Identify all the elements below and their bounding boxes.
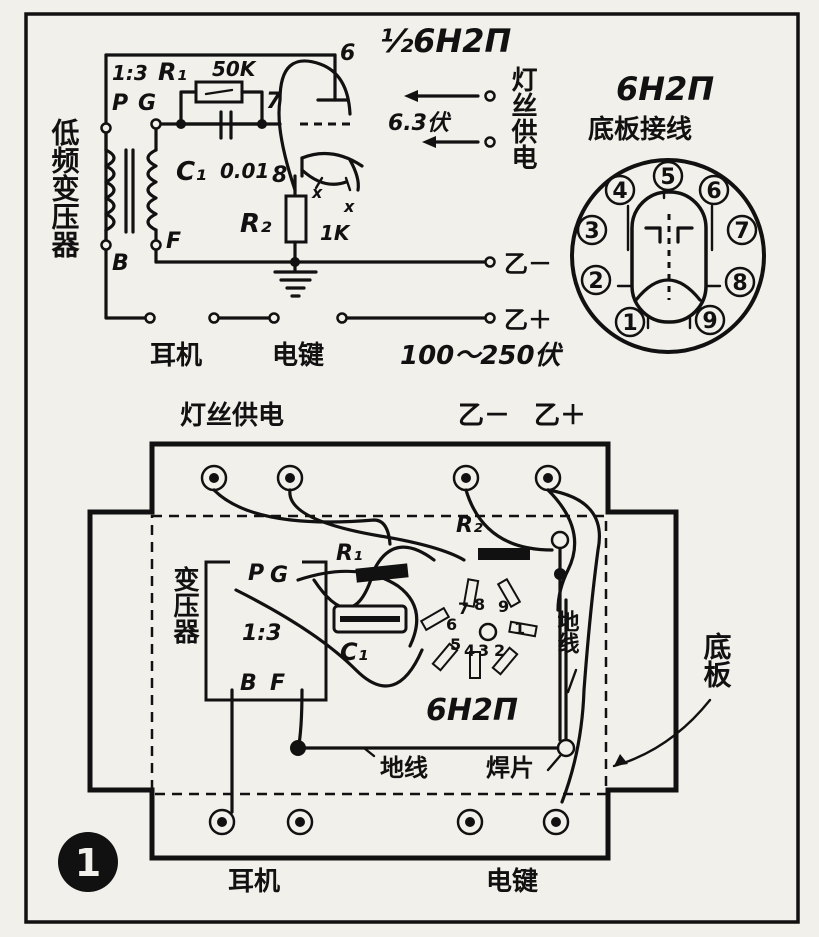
voltage-range-label: 100～250伏	[400, 341, 564, 371]
r2-name: R₂	[240, 209, 272, 239]
r1-value: 50K	[212, 57, 257, 81]
transformer-label: 低频变压器	[48, 118, 81, 259]
terminal	[534, 464, 562, 492]
figure-number-badge: 1	[58, 832, 118, 892]
layout-r1: R₁	[336, 541, 363, 566]
socket-pin-3: 3	[478, 641, 489, 660]
terminal	[452, 464, 480, 492]
filament-label: 灯丝供电	[507, 66, 538, 170]
b-plus-label: 乙＋	[504, 306, 552, 334]
socket-pin-9: 9	[498, 597, 509, 616]
pin-6: 6	[698, 174, 730, 206]
earphone-label: 耳机	[150, 341, 202, 371]
pin7-label: 7	[266, 89, 282, 114]
svg-text:7: 7	[734, 219, 749, 244]
key-label-bottom: 电键	[486, 866, 538, 897]
terminal	[208, 808, 236, 836]
c1-value: 0.01	[220, 159, 269, 183]
ground-wire-label: 地线	[554, 610, 580, 655]
svg-text:5: 5	[660, 165, 675, 190]
b-minus-label: 乙－	[504, 250, 552, 278]
b-plus-label-bottom: 乙＋	[534, 401, 586, 431]
terminal-g-label: G	[138, 91, 156, 116]
svg-text:4: 4	[612, 179, 627, 204]
layout-terminal-p: P	[248, 561, 264, 586]
heater-mark: x	[311, 183, 323, 202]
terminal-f-label: F	[166, 229, 181, 254]
filament-label-bottom: 灯丝供电	[180, 401, 284, 431]
terminal-b-label: B	[112, 251, 129, 276]
chassis-label: 底板	[700, 632, 733, 689]
socket-pin-1: 1	[514, 619, 525, 638]
layout-terminal-b: B	[240, 671, 257, 696]
socket-pin-2: 2	[494, 641, 505, 660]
socket-pin-7: 7	[458, 599, 469, 618]
pin-5: 5	[652, 160, 684, 192]
earphone-label-bottom: 耳机	[228, 867, 280, 897]
socket-pin-5: 5	[450, 635, 461, 654]
pin8-label: 8	[272, 163, 287, 188]
svg-text:8: 8	[732, 271, 747, 296]
terminal	[542, 808, 570, 836]
ratio-label: 1:3	[112, 61, 148, 85]
pin-9: 9	[694, 304, 726, 336]
svg-text:9: 9	[702, 309, 717, 334]
svg-text:1: 1	[75, 841, 101, 885]
svg-text:1: 1	[622, 311, 637, 336]
pin-2: 2	[580, 264, 612, 296]
pin-4: 4	[604, 174, 636, 206]
filament-voltage: 6.3伏	[388, 111, 452, 136]
pin6-label: 6	[340, 41, 355, 66]
r2-value: 1K	[320, 221, 351, 245]
layout-tube-model: 6H2П	[426, 693, 518, 728]
svg-text:2: 2	[588, 269, 603, 294]
board-outline	[87, 441, 679, 861]
socket-pin-8: 8	[474, 595, 485, 614]
pin-3: 3	[576, 214, 608, 246]
socket-pin-6: 6	[446, 615, 457, 634]
b-minus-label-bottom: 乙－	[458, 401, 510, 431]
transformer-label-bottom: 变压器	[169, 565, 200, 644]
terminal	[200, 464, 228, 492]
outer-frame	[24, 12, 800, 924]
ground-wire-label: 地线	[380, 754, 428, 782]
terminal	[286, 808, 314, 836]
pinout-subtitle: 底板接线	[588, 114, 692, 145]
c1-name: C₁	[176, 157, 206, 187]
pin-8: 8	[724, 266, 756, 298]
svg-text:3: 3	[584, 219, 599, 244]
layout-ratio: 1:3	[242, 621, 281, 646]
pinout-diagram: 6H2П 底板接线 1 2 3 4 5 6 7 8 9	[570, 70, 766, 354]
socket-pin-4: 4	[464, 641, 475, 660]
r1-name: R₁	[158, 58, 187, 86]
pinout-title: 6H2П	[616, 70, 714, 108]
schematic: ½6H2П 1:3 R₁ 50K C₁ 0.01 R₂ 1K 6 7 8 x x…	[48, 22, 564, 371]
layout-terminal-g: G	[270, 563, 288, 588]
layout-terminal-f: F	[270, 671, 285, 696]
terminal	[276, 464, 304, 492]
terminal	[456, 808, 484, 836]
terminal-p-label: P	[112, 91, 128, 116]
pin-7: 7	[726, 214, 758, 246]
chassis-outline	[150, 514, 608, 796]
chassis-layout: 灯丝供电 乙－ 乙＋	[58, 401, 733, 897]
layout-c1: C₁	[340, 638, 368, 666]
svg-text:6: 6	[706, 179, 721, 204]
tube-socket: 1 2 3 4 5 6 7 8 9	[419, 577, 538, 679]
solder-lug-label: 焊片	[486, 754, 534, 782]
tube-half-label: ½6H2П	[380, 22, 511, 60]
heater-mark: x	[343, 197, 355, 216]
key-label: 电键	[272, 340, 324, 371]
pin-1: 1	[614, 306, 646, 338]
layout-r2: R₂	[456, 513, 483, 538]
